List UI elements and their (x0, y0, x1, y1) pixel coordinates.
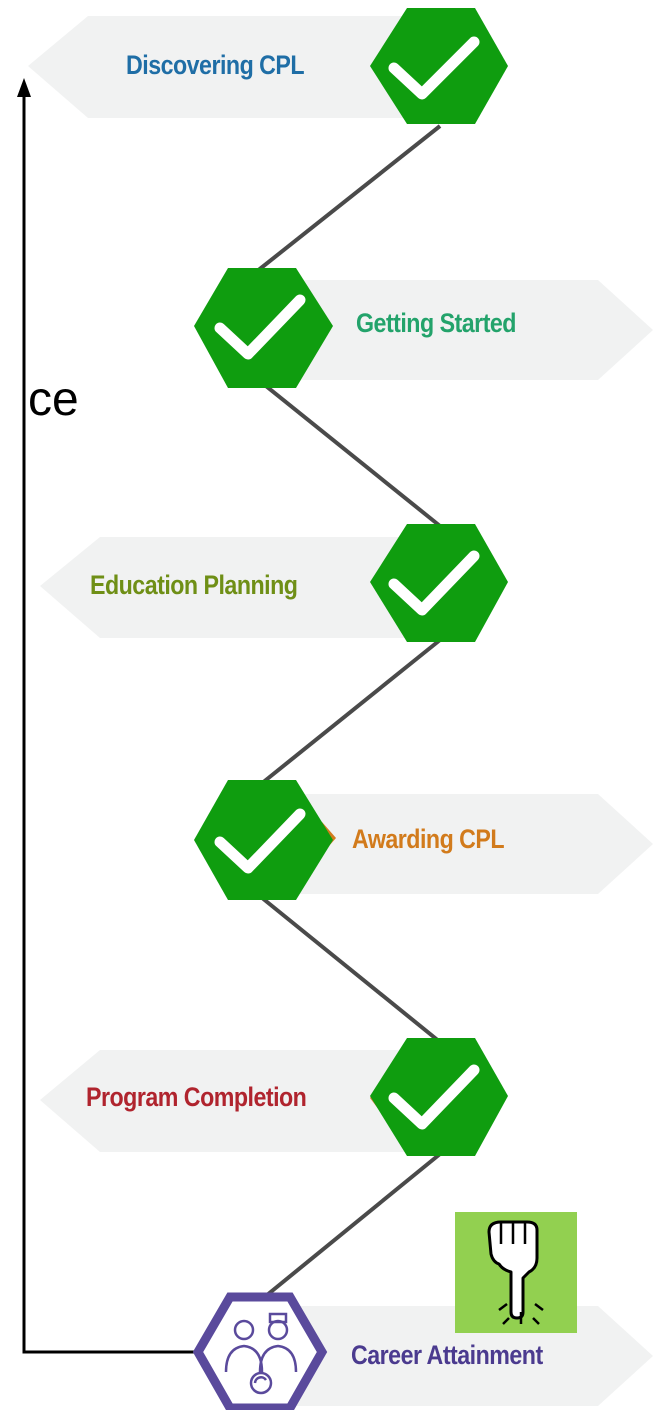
checkmark-icon (370, 524, 508, 642)
banner-discovering (28, 16, 440, 118)
banner-awarding (255, 794, 653, 894)
banner-program-completion (40, 1050, 440, 1152)
checkmark-icon (370, 1038, 508, 1156)
cropped-text-fragment: ce (28, 373, 79, 426)
step-label-program-completion[interactable]: Program Completion (86, 1082, 307, 1112)
professionals-icon (192, 1292, 328, 1410)
hand-pointer-icon (487, 1220, 544, 1325)
step-label-getting-started[interactable]: Getting Started (356, 308, 516, 338)
checkmark-icon (194, 268, 333, 388)
connector-path (254, 124, 442, 1306)
checkmark-icon (370, 8, 508, 124)
step-label-awarding[interactable]: Awarding CPL (352, 824, 505, 854)
banner-education-planning (40, 537, 440, 638)
step-label-discovering[interactable]: Discovering CPL (126, 50, 305, 80)
hand-pointer-button[interactable] (455, 1212, 577, 1333)
checkmark-icon (194, 780, 333, 900)
step-label-career-attainment[interactable]: Career Attainment (351, 1340, 543, 1370)
step-label-education-planning[interactable]: Education Planning (90, 570, 298, 600)
banner-getting-started (255, 280, 653, 380)
check-badges (194, 8, 508, 1156)
loop-back-arrow (17, 78, 200, 1354)
banners (28, 16, 653, 1406)
